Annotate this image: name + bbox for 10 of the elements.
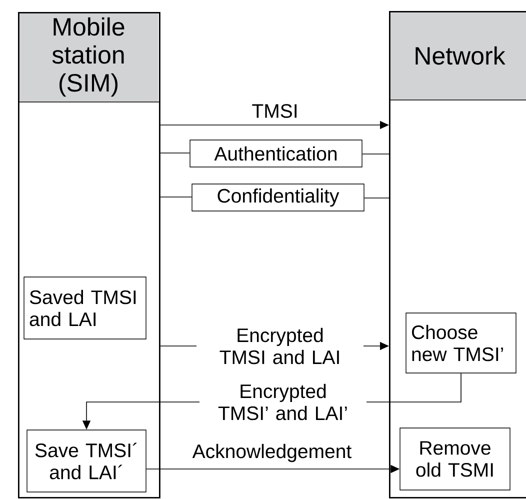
process-box: Save TMSI´ and LAI´ bbox=[26, 430, 146, 492]
process-box: Choose new TMSI’ bbox=[406, 312, 516, 374]
process-box: Remove old TSMI bbox=[400, 428, 510, 490]
edge-label: Encrypted TMSI’ and LAI’ bbox=[200, 382, 366, 422]
edge-label: Encrypted TMSI and LAI bbox=[196, 326, 364, 366]
message-box: Confidentiality bbox=[192, 184, 364, 212]
edge-label: TMSI bbox=[252, 104, 296, 118]
process-box: Saved TMSI and LAI bbox=[24, 276, 146, 340]
edge-label: Acknowledgement bbox=[192, 444, 352, 462]
message-box: Authentication bbox=[190, 140, 362, 168]
